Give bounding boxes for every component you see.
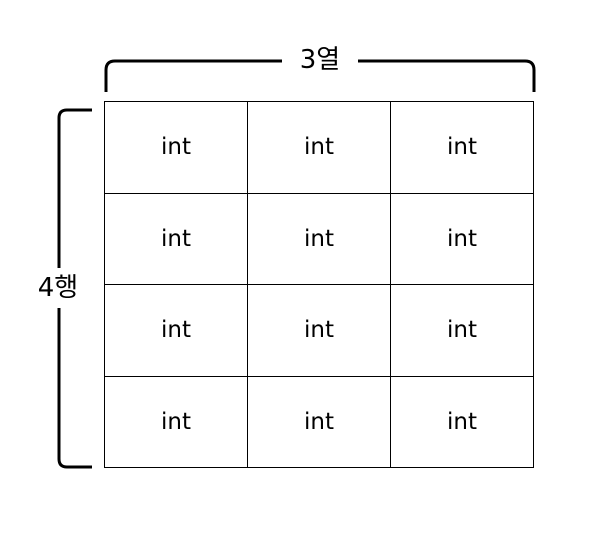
grid-cell: int [391, 285, 534, 377]
grid-cell: int [105, 376, 248, 468]
grid-cell: int [105, 193, 248, 285]
grid-cell: int [105, 285, 248, 377]
grid-cell: int [248, 285, 391, 377]
grid-cell: int [391, 102, 534, 194]
grid-cell: int [391, 376, 534, 468]
grid-cell: int [248, 376, 391, 468]
grid-cell: int [105, 102, 248, 194]
array-grid: int int int int int int int int int int … [104, 101, 534, 468]
grid-cell: int [391, 193, 534, 285]
row-count-label: 4행 [30, 268, 86, 308]
column-count-label: 3열 [282, 40, 358, 80]
grid-cell: int [248, 193, 391, 285]
grid-cell: int [248, 102, 391, 194]
